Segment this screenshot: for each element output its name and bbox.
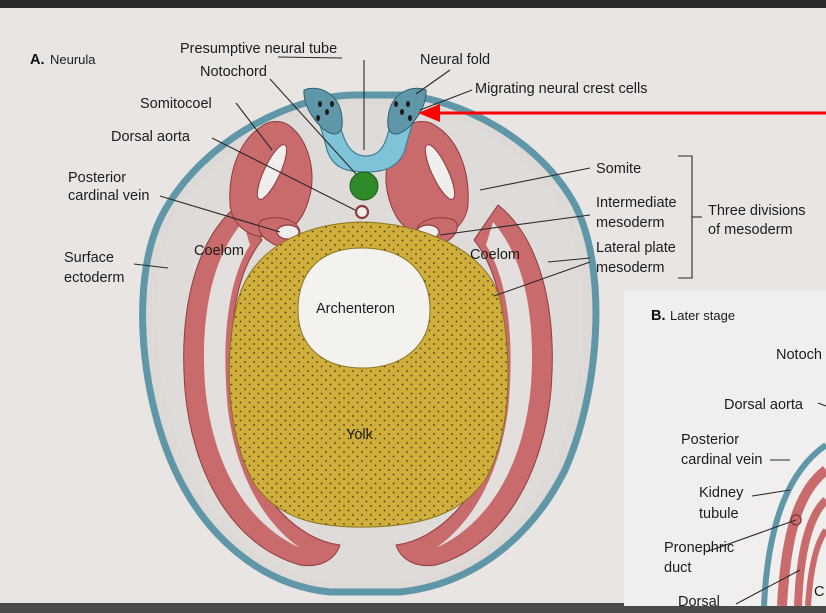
label-archenteron: Archenteron xyxy=(316,301,395,317)
label-coelom-right: Coelom xyxy=(470,247,520,263)
page-top-edge xyxy=(0,0,826,8)
label-b-kidney-2: tubule xyxy=(699,506,739,522)
panel-b-letter: B. xyxy=(651,308,666,324)
label-three-divisions-1: Three divisions xyxy=(708,203,806,219)
label-b-pronephric-2: duct xyxy=(664,560,691,576)
dorsal-aorta xyxy=(356,206,368,218)
label-surface-ectoderm-1: Surface xyxy=(64,250,114,266)
notochord xyxy=(350,172,378,200)
label-lateral-plate-1: Lateral plate xyxy=(596,240,676,256)
panel-a-title: Neurula xyxy=(50,52,96,67)
label-b-posterior-cardinal-1: Posterior xyxy=(681,432,739,448)
label-yolk: Yolk xyxy=(346,427,374,443)
label-migrating-neural-crest: Migrating neural crest cells xyxy=(475,81,647,97)
label-coelom-left: Coelom xyxy=(194,243,244,259)
label-intermediate-2: mesoderm xyxy=(596,215,665,231)
label-neural-fold: Neural fold xyxy=(420,52,490,68)
label-posterior-cardinal-1: Posterior xyxy=(68,170,126,186)
label-b-posterior-cardinal-2: cardinal vein xyxy=(681,452,762,468)
label-b-c: C xyxy=(814,584,824,600)
label-b-dorsal: Dorsal xyxy=(678,594,720,610)
label-b-notochord: Notoch xyxy=(776,347,822,363)
label-b-kidney-1: Kidney xyxy=(699,485,744,501)
label-presumptive-neural-tube: Presumptive neural tube xyxy=(180,41,337,57)
label-b-pronephric-1: Pronephric xyxy=(664,540,734,556)
label-somitocoel: Somitocoel xyxy=(140,96,212,112)
panel-b-background xyxy=(624,290,826,606)
label-three-divisions-2: of mesoderm xyxy=(708,222,793,238)
label-posterior-cardinal-2: cardinal vein xyxy=(68,188,149,204)
panel-a-letter: A. xyxy=(30,52,45,68)
panel-b-title: Later stage xyxy=(670,308,735,323)
label-b-dorsal-aorta: Dorsal aorta xyxy=(724,397,804,413)
label-somite: Somite xyxy=(596,161,641,177)
label-lateral-plate-2: mesoderm xyxy=(596,260,665,276)
label-notochord: Notochord xyxy=(200,64,267,80)
label-dorsal-aorta: Dorsal aorta xyxy=(111,129,191,145)
label-intermediate-1: Intermediate xyxy=(596,195,677,211)
label-surface-ectoderm-2: ectoderm xyxy=(64,270,124,286)
